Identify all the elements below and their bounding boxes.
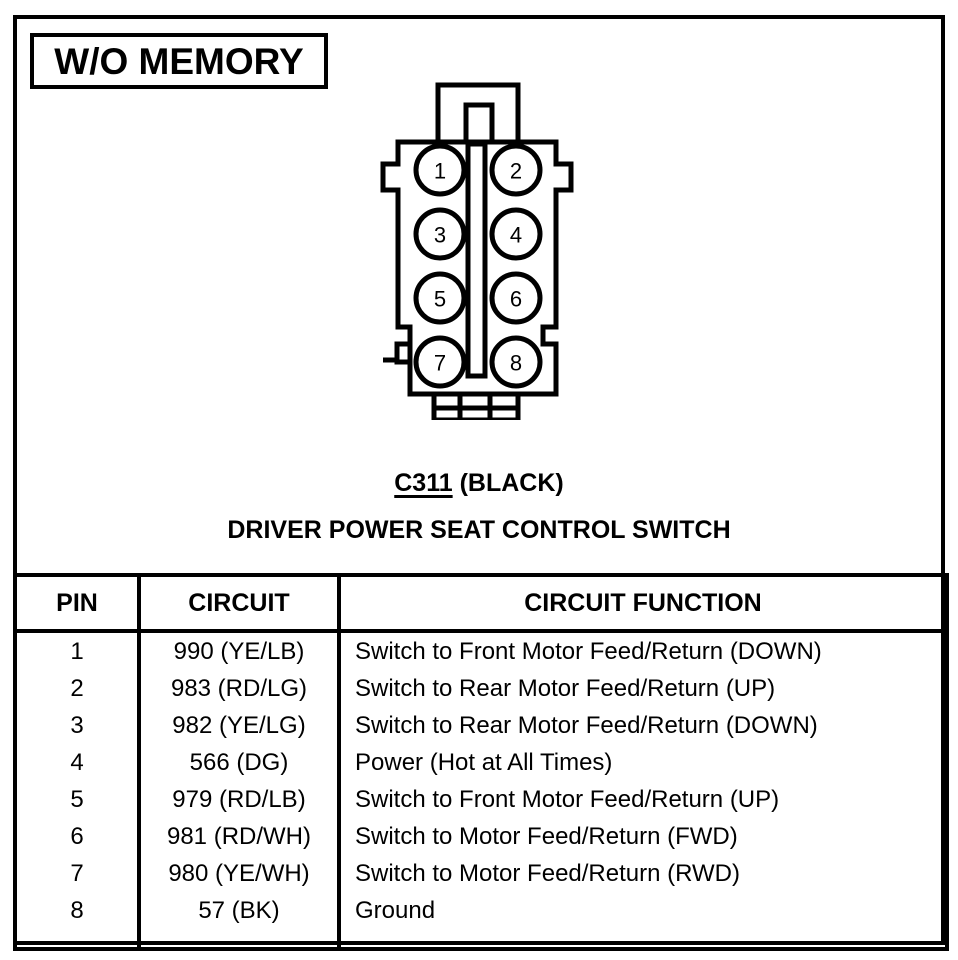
pin-hole-7 [413,335,467,389]
connector-bottom-tab-block [431,391,521,420]
connector-caption-code-line: C311 (BLACK) [13,468,945,499]
cell-function: Power (Hot at All Times) [339,744,949,781]
cell-pin: 6 [13,818,141,855]
cell-circuit: 990 (YE/LB) [139,631,341,670]
cell-circuit: 980 (YE/WH) [139,855,341,892]
cell-pin: 5 [13,781,141,818]
table-row: 4 566 (DG) Power (Hot at All Times) [13,744,949,781]
cell-function: Switch to Front Motor Feed/Return (DOWN) [339,631,949,670]
connector-svg: 1 2 3 4 5 6 7 8 [380,82,574,420]
pin-hole-2 [489,143,543,197]
table-body: 1 990 (YE/LB) Switch to Front Motor Feed… [13,631,949,951]
cell-circuit: 566 (DG) [139,744,341,781]
connector-top-tab-notch [463,102,495,142]
connector-caption: C311 (BLACK) DRIVER POWER SEAT CONTROL S… [13,468,945,547]
connector-color: (BLACK) [452,469,564,497]
column-header-circuit: CIRCUIT [139,573,341,633]
pin-hole-1 [413,143,467,197]
cell-function: Switch to Rear Motor Feed/Return (UP) [339,670,949,707]
pin-hole-8 [489,335,543,389]
pin-number-5: 5 [434,287,446,312]
cell-function: Switch to Motor Feed/Return (RWD) [339,855,949,892]
connector-bottom-tabs [431,394,521,420]
cell-pin: 2 [13,670,141,707]
cell-pin: 4 [13,744,141,781]
cell-function: Ground [339,892,949,951]
column-header-pin: PIN [13,573,141,633]
cell-pin: 7 [13,855,141,892]
pin-hole-4 [489,207,543,261]
pin-assignment-table: PIN CIRCUIT CIRCUIT FUNCTION 1 990 (YE/L… [13,573,949,951]
cell-function: Switch to Motor Feed/Return (FWD) [339,818,949,855]
cell-circuit: 982 (YE/LG) [139,707,341,744]
cell-function: Switch to Rear Motor Feed/Return (DOWN) [339,707,949,744]
cell-circuit: 979 (RD/LB) [139,781,341,818]
table-row: 3 982 (YE/LG) Switch to Rear Motor Feed/… [13,707,949,744]
connector-name: DRIVER POWER SEAT CONTROL SWITCH [227,516,731,545]
pin-number-2: 2 [510,159,522,184]
pin-number-4: 4 [510,223,522,248]
pin-number-6: 6 [510,287,522,312]
connector-pin-circles [413,143,543,389]
pin-number-7: 7 [434,351,446,376]
connector-code: C311 [394,469,453,497]
column-header-function: CIRCUIT FUNCTION [339,573,949,633]
connector-top-tab [435,82,521,142]
table-row: 6 981 (RD/WH) Switch to Motor Feed/Retur… [13,818,949,855]
pin-hole-5 [413,271,467,325]
cell-pin: 8 [13,892,141,951]
table-header-row: PIN CIRCUIT CIRCUIT FUNCTION [13,573,949,633]
pin-number-3: 3 [434,223,446,248]
pin-hole-3 [413,207,467,261]
cell-circuit: 983 (RD/LG) [139,670,341,707]
table-row: 1 990 (YE/LB) Switch to Front Motor Feed… [13,631,949,670]
title-box: W/O MEMORY [30,33,328,89]
connector-center-divider-top [465,141,488,379]
pin-hole-6 [489,271,543,325]
table-row: 7 980 (YE/WH) Switch to Motor Feed/Retur… [13,855,949,892]
table-row: 2 983 (RD/LG) Switch to Rear Motor Feed/… [13,670,949,707]
connector-diagram: 1 2 3 4 5 6 7 8 [370,72,590,420]
cell-circuit: 981 (RD/WH) [139,818,341,855]
page-title: W/O MEMORY [54,40,304,82]
cell-function: Switch to Front Motor Feed/Return (UP) [339,781,949,818]
connector-left-lower-tab [394,341,410,365]
table-row: 5 979 (RD/LB) Switch to Front Motor Feed… [13,781,949,818]
pin-number-8: 8 [510,351,522,376]
cell-circuit: 57 (BK) [139,892,341,951]
cell-pin: 3 [13,707,141,744]
cell-pin: 1 [13,631,141,670]
table-row: 8 57 (BK) Ground [13,892,949,951]
pin-number-1: 1 [434,159,446,184]
